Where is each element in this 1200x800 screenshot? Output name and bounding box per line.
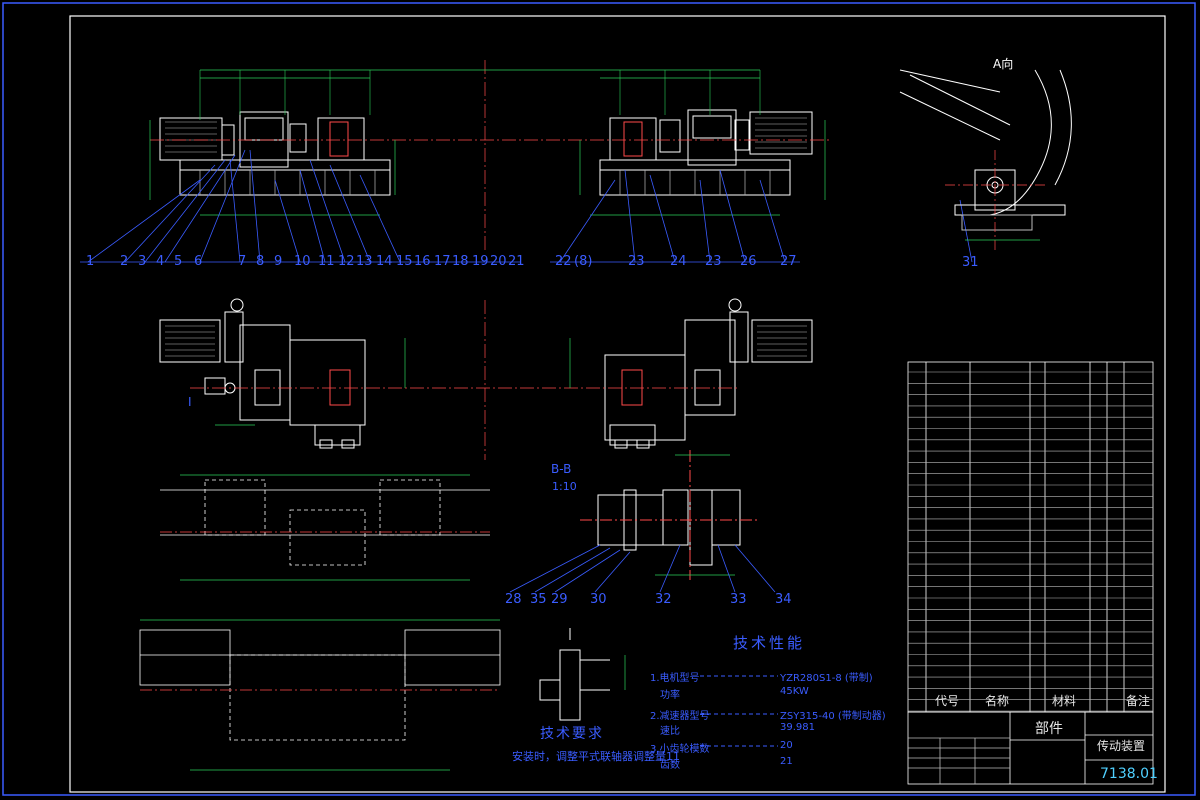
foundation-plan-lower: [139, 619, 501, 771]
tech-row-motor-value: YZR280S1-8 (带制): [780, 673, 873, 684]
tech-row-module-label: 3.小齿轮模数: [650, 744, 710, 755]
callout-number: 22: [555, 254, 572, 269]
callout-number: 23: [705, 254, 722, 269]
callout-number: 20: [490, 254, 507, 269]
bom-table: [907, 361, 1154, 713]
callout-number: 1: [86, 254, 95, 269]
callout-number: 4: [156, 254, 165, 269]
a-direction-label: A向: [993, 57, 1014, 71]
callout-number: 9: [274, 254, 283, 269]
drawing-number: 7138.01: [1100, 766, 1158, 782]
callout-number: 31: [962, 255, 979, 270]
tech-performance-title: 技术性能: [733, 634, 806, 652]
bom-header-code: 代号: [935, 694, 960, 708]
title-block: [907, 711, 1154, 785]
callout-number: 33: [730, 592, 747, 607]
tech-row-motor-label: 1.电机型号: [650, 673, 700, 684]
tech-leader-lines: [700, 675, 778, 747]
part-name: 传动装置: [1097, 739, 1146, 753]
foundation-plan-upper: [160, 474, 490, 581]
tech-row-reducer-value: ZSY315-40 (带制动器): [780, 711, 886, 722]
tech-row-ratio-label: 速比: [660, 726, 680, 737]
inner-frame: [69, 15, 1166, 793]
callout-number: 5: [174, 254, 183, 269]
tech-row-ratio-value: 39.981: [780, 722, 815, 733]
section-leaders: [509, 544, 776, 593]
callout-number: 13: [356, 254, 373, 269]
top-left-unit: [159, 111, 391, 196]
section-b-label: B-B: [551, 462, 572, 476]
callout-number: 35: [530, 592, 547, 607]
tech-row-teeth-value: 21: [780, 756, 793, 767]
tech-requirements-text: 安装时，调整平式联轴器调整量11: [512, 750, 680, 763]
bom-header-name: 名称: [985, 694, 1010, 708]
callout-number: 8: [256, 254, 265, 269]
marker-i-label: I: [188, 395, 192, 409]
top-dimension-lines: [149, 60, 830, 250]
callout-number: 14: [376, 254, 393, 269]
callout-leaders: [80, 149, 973, 263]
callout-number: 18: [452, 254, 469, 269]
callout-number: 28: [505, 592, 522, 607]
callout-number: 17: [434, 254, 451, 269]
bom-header-material: 材料: [1052, 694, 1077, 708]
tech-row-module-value: 20: [780, 740, 793, 751]
bom-header-remark: 备注: [1126, 694, 1151, 708]
callout-number: 7: [238, 254, 247, 269]
callout-number: 34: [775, 592, 792, 607]
callout-number: (8): [574, 254, 593, 269]
tech-row-power-value: 45KW: [780, 686, 809, 697]
a-direction-view: [899, 69, 1072, 250]
callout-number: 27: [780, 254, 797, 269]
callout-number: 15: [396, 254, 413, 269]
assembly-name: 部件: [1035, 721, 1063, 737]
callout-number: 16: [414, 254, 431, 269]
tech-requirements-title: 技术要求: [540, 726, 604, 742]
section-b-b: [580, 450, 760, 580]
callout-number: 12: [338, 254, 355, 269]
callout-number: 3: [138, 254, 147, 269]
top-right-unit: [599, 109, 813, 196]
callout-number: 24: [670, 254, 687, 269]
callout-number: 32: [655, 592, 672, 607]
callout-number: 30: [590, 592, 607, 607]
section-b-scale: 1:10: [552, 480, 577, 493]
callout-number: 29: [551, 592, 568, 607]
tech-row-reducer-label: 2.减速器型号: [650, 711, 710, 722]
tech-row-teeth-label: 齿数: [660, 760, 680, 771]
callout-number: 26: [740, 254, 757, 269]
callout-number: 6: [194, 254, 203, 269]
callout-number: 10: [294, 254, 311, 269]
callout-number: 11: [318, 254, 335, 269]
detail-i: [539, 628, 626, 721]
callout-number: 2: [120, 254, 129, 269]
callout-number: 21: [508, 254, 525, 269]
plan-view: [159, 298, 813, 460]
callout-number: 19: [472, 254, 489, 269]
tech-row-power-label: 功率: [660, 690, 680, 701]
callout-number: 23: [628, 254, 645, 269]
